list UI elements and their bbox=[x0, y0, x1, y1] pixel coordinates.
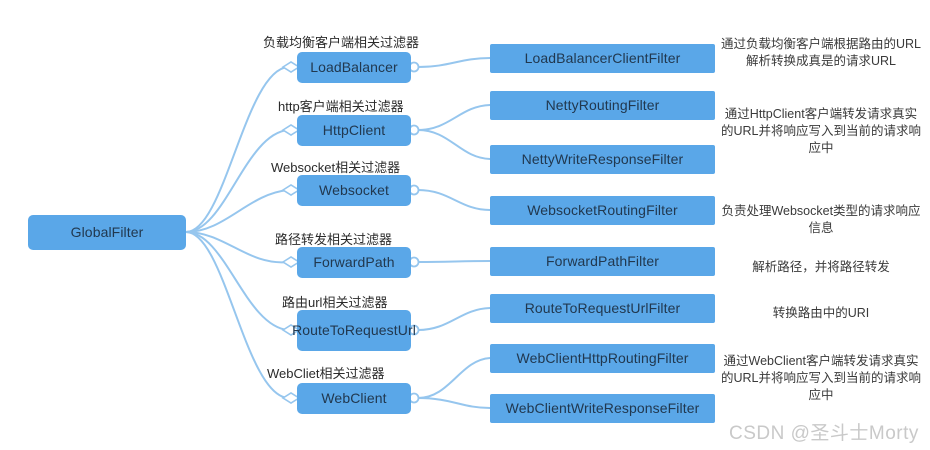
node-websocketroutingfilter[interactable]: WebsocketRoutingFilter bbox=[490, 196, 715, 225]
node-websocketroutingfilter-label: WebsocketRoutingFilter bbox=[527, 202, 678, 219]
caption-routetorequesturl: 路由url相关过滤器 bbox=[282, 295, 388, 310]
edge-forwardpath-to-forwardpathfilter bbox=[417, 260, 491, 263]
note-routetorequesturl: 转换路由中的URI bbox=[772, 306, 870, 320]
edge-httpclient-to-nettyroutingfilter bbox=[417, 104, 491, 131]
node-httpclient-label: HttpClient bbox=[322, 122, 386, 139]
node-nettywriteresponsefilter[interactable]: NettyWriteResponseFilter bbox=[490, 145, 715, 174]
edge-httpclient-to-nettywriteresponsefilter bbox=[417, 129, 491, 160]
caption-websocket: Websocket相关过滤器 bbox=[271, 160, 401, 175]
edge-root-to-loadbalancer bbox=[185, 66, 289, 233]
node-httpclient[interactable]: HttpClient bbox=[297, 115, 411, 146]
node-loadbalancer[interactable]: LoadBalancer bbox=[297, 52, 411, 83]
node-websocket-label: Websocket bbox=[319, 182, 389, 199]
node-routetorequesturlfilter[interactable]: RouteToRequestUrlFilter bbox=[490, 294, 715, 323]
edge-root-to-websocket bbox=[185, 189, 289, 233]
note-websocket: 负责处理Websocket类型的请求响应信息 bbox=[721, 204, 921, 235]
node-root-globalfilter[interactable]: GlobalFilter bbox=[28, 215, 186, 250]
note-loadbalancer: 通过负载均衡客户端根据路由的URL解析转换成真是的请求URL bbox=[721, 37, 922, 68]
node-loadbalancerclientfilter-label: LoadBalancerClientFilter bbox=[524, 50, 681, 67]
node-routetorequesturl[interactable]: RouteToRequestUrl bbox=[292, 310, 416, 351]
note-webclient: 通过WebClient客户端转发请求真实的URL并将响应写入到当前的请求响应中 bbox=[721, 354, 922, 402]
node-nettyroutingfilter-label: NettyRoutingFilter bbox=[545, 97, 660, 114]
edge-loadbalancer-to-loadbalancerclientfilter bbox=[417, 57, 491, 68]
node-routetorequesturlfilter-label: RouteToRequestUrlFilter bbox=[524, 300, 681, 317]
node-forwardpath[interactable]: ForwardPath bbox=[297, 247, 411, 278]
node-webclientwriteresponsefilter-label: WebClientWriteResponseFilter bbox=[505, 400, 700, 417]
csdn-watermark: CSDN @圣斗士Morty bbox=[729, 423, 919, 444]
branch-circle-markers bbox=[408, 61, 420, 404]
node-nettyroutingfilter[interactable]: NettyRoutingFilter bbox=[490, 91, 715, 120]
node-root-label: GlobalFilter bbox=[70, 224, 144, 241]
node-websocket[interactable]: Websocket bbox=[297, 175, 411, 206]
edge-root-to-routetorequesturl bbox=[185, 231, 289, 331]
edge-root-to-httpclient bbox=[185, 129, 289, 233]
node-webclienthttproutingfilter-label: WebClientHttpRoutingFilter bbox=[516, 350, 689, 367]
edge-webclient-to-webclientwriteresponsefilter bbox=[417, 397, 491, 409]
caption-loadbalancer: 负载均衡客户端相关过滤器 bbox=[263, 35, 420, 50]
node-loadbalancer-label: LoadBalancer bbox=[310, 59, 398, 76]
node-nettywriteresponsefilter-label: NettyWriteResponseFilter bbox=[521, 151, 684, 168]
node-routetorequesturl-label: RouteToRequestUrl bbox=[292, 322, 416, 339]
edge-websocket-to-websocketroutingfilter bbox=[417, 189, 491, 211]
edge-routetorequesturl-to-routetorequesturlfilter bbox=[417, 307, 491, 331]
node-forwardpath-label: ForwardPath bbox=[313, 254, 395, 271]
node-forwardpathfilter[interactable]: ForwardPathFilter bbox=[490, 247, 715, 276]
caption-httpclient: http客户端相关过滤器 bbox=[278, 99, 404, 114]
caption-webclient: WebCliet相关过滤器 bbox=[267, 366, 385, 381]
note-httpclient: 通过HttpClient客户端转发请求真实的URL并将响应写入到当前的请求响应中 bbox=[721, 107, 922, 155]
edge-root-to-forwardpath bbox=[185, 231, 289, 264]
node-forwardpathfilter-label: ForwardPathFilter bbox=[546, 253, 659, 270]
node-webclienthttproutingfilter[interactable]: WebClientHttpRoutingFilter bbox=[490, 344, 715, 373]
note-forwardpath: 解析路径，并将路径转发 bbox=[752, 260, 890, 274]
edge-webclient-to-webclienthttproutingfilter bbox=[417, 357, 491, 399]
node-webclientwriteresponsefilter[interactable]: WebClientWriteResponseFilter bbox=[490, 394, 715, 423]
node-webclient-label: WebClient bbox=[321, 390, 387, 407]
caption-forwardpath: 路径转发相关过滤器 bbox=[275, 232, 393, 247]
node-loadbalancerclientfilter[interactable]: LoadBalancerClientFilter bbox=[490, 44, 715, 73]
node-webclient[interactable]: WebClient bbox=[297, 383, 411, 414]
